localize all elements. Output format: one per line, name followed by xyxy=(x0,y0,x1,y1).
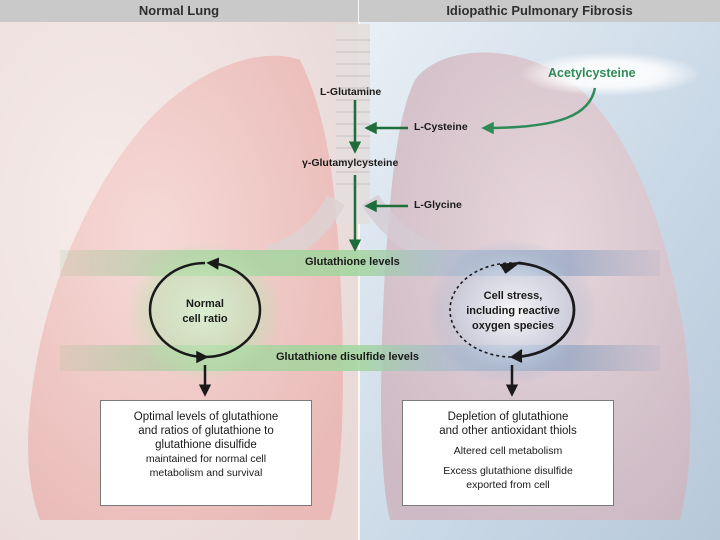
normal-cycle xyxy=(148,257,262,364)
stress-cycle-line3: oxygen species xyxy=(472,320,554,332)
normal-outcome-line3: glutathione disulfide xyxy=(155,439,257,451)
stress-cycle-label: Cell stress, including reactive oxygen s… xyxy=(452,289,574,334)
normal-outcome-line2: and ratios of glutathione to xyxy=(138,425,274,437)
normal-cycle-line1: Normal xyxy=(186,298,224,310)
normal-cycle-line2: cell ratio xyxy=(182,313,228,325)
gamma-label: γ-Glutamylcysteine xyxy=(302,157,399,169)
ipf-header: Idiopathic Pulmonary Fibrosis xyxy=(359,0,720,22)
stress-cycle-line2: including reactive xyxy=(466,305,560,317)
normal-outcome-line5: metabolism and survival xyxy=(149,467,263,479)
normal-outcome-box: Optimal levels of glutathione and ratios… xyxy=(100,400,312,506)
glycine-label: L-Glycine xyxy=(414,199,462,211)
ipf-outcome-box: Depletion of glutathione and other antio… xyxy=(402,400,614,506)
ipf-outcome-line4: Excess glutathione disulfide xyxy=(443,465,573,477)
pathway-arrows xyxy=(348,87,597,252)
ipf-outcome-line5: exported from cell xyxy=(466,479,550,491)
glutamine-label: L-Glutamine xyxy=(320,86,382,98)
normal-cycle-label: Normal cell ratio xyxy=(160,297,250,327)
normal-lung-header: Normal Lung xyxy=(0,0,358,22)
normal-outcome-line1: Optimal levels of glutathione xyxy=(133,411,279,423)
cysteine-label: L-Cysteine xyxy=(414,121,468,133)
glutathione-levels-label: Glutathione levels xyxy=(305,256,400,268)
stress-cycle-line1: Cell stress, xyxy=(483,290,543,302)
ipf-outcome-line2: and other antioxidant thiols xyxy=(439,425,577,437)
stress-cycle xyxy=(449,261,576,363)
ipf-outcome-line3: Altered cell metabolism xyxy=(453,445,563,457)
acetylcysteine-glow xyxy=(520,52,700,96)
glutathione-disulfide-label: Glutathione disulfide levels xyxy=(276,351,420,363)
acetylcysteine-label: Acetylcysteine xyxy=(548,66,636,80)
ipf-outcome-line1: Depletion of glutathione xyxy=(447,411,569,423)
acetylcysteine-arrow xyxy=(481,87,597,135)
normal-outcome-line4: maintained for normal cell xyxy=(145,453,267,465)
